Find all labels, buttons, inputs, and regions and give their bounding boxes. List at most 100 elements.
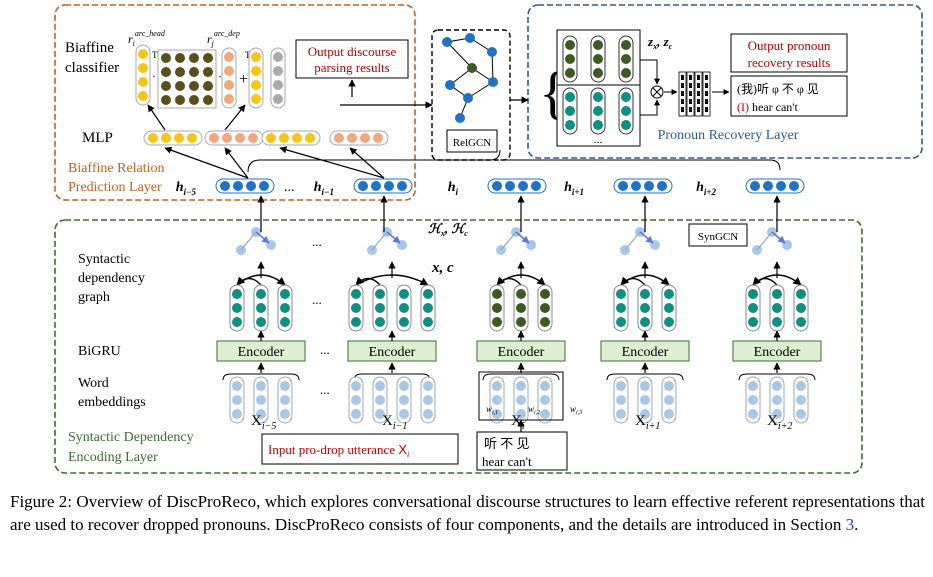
syntactic-columns: EncoderXi−5EncoderXi−1EncoderXiEncoderXi…: [216, 195, 822, 432]
embedding-vec-node: [664, 395, 674, 405]
recovered-chinese: (我)听 φ 不 φ 见: [737, 82, 819, 96]
embedding-vec-node: [280, 409, 290, 419]
matrix-node: [175, 67, 185, 77]
mlp-vec-node: [222, 133, 232, 143]
matrix-node: [189, 81, 199, 91]
matrix-node: [203, 81, 213, 91]
input-text-box: [476, 431, 568, 471]
pronoun-bottom-vec-node: [565, 120, 575, 130]
embedding-vec-node: [256, 381, 266, 391]
bigru-hidden-vec-node: [640, 289, 650, 299]
h-vec: [613, 178, 673, 194]
bigru-hidden-vec-node: [664, 317, 674, 327]
encoder-label: Encoder: [498, 345, 545, 360]
mlp-vec-node: [187, 133, 197, 143]
pronoun-bottom-vec-node: [565, 106, 575, 116]
dep-vector-cell-node: [224, 94, 234, 104]
bigru-hidden-vec-node: [664, 289, 674, 299]
bigru-hidden-vec-node: [423, 317, 433, 327]
pm-cell: [681, 99, 684, 104]
bigru-hidden-vec-node: [748, 317, 758, 327]
matrix-node: [161, 95, 171, 105]
encoder-label: Encoder: [238, 345, 285, 360]
biaffine-matrix: ··: [152, 49, 222, 109]
mlp-vectors: [143, 130, 389, 146]
matrix-node: [175, 53, 185, 63]
embedding-vec-node: [640, 409, 650, 419]
bigru-hidden-vec-node: [616, 289, 626, 299]
bigru-hidden-vec-node: [256, 303, 266, 313]
bigru-hidden-vec-node: [280, 317, 290, 327]
h-vec-node: [776, 181, 786, 191]
embedding-vec-node: [640, 381, 650, 391]
pm-cell: [689, 107, 692, 112]
section-ref-link[interactable]: 3: [845, 515, 855, 534]
h-vec: [215, 178, 275, 194]
relgcn-label-box: [446, 129, 498, 153]
recovered-english: (I) hear can't: [737, 100, 798, 114]
embedding-vec-node: [796, 395, 806, 405]
bigru-hidden-vec-node: [516, 303, 526, 313]
pronoun-ellipsis: ...: [594, 132, 603, 146]
embedding-vec-node: [748, 381, 758, 391]
head2-vector-cell-node: [251, 66, 261, 76]
mlp-vec: [261, 130, 321, 146]
mlp-vec-node: [373, 133, 383, 143]
matrix-node: [189, 53, 199, 63]
bigru-hidden-vec-node: [616, 303, 626, 313]
input-utterance-label: Input pro-drop utterance Xi: [268, 442, 409, 459]
embedding-vec-node: [256, 409, 266, 419]
h-vec-node: [750, 181, 760, 191]
pronoun-bottom-vec-node: [565, 92, 575, 102]
relgcn-node: [488, 77, 498, 87]
pm-cell: [689, 91, 692, 96]
syntactic-layer-label-2: Encoding Layer: [68, 450, 158, 465]
pronoun-top-vec-node: [621, 54, 631, 64]
bigru-hidden-vec-node: [772, 317, 782, 327]
H-labels: ℋx, ℋc: [428, 221, 468, 238]
bias-vector: [270, 47, 286, 109]
bigru-hidden-vec-node: [423, 303, 433, 313]
pronoun-top-vec-node: [565, 40, 575, 50]
bigru-hidden-vec-node: [540, 317, 550, 327]
column-ellipsis: ...: [312, 292, 322, 307]
matrix-node: [203, 53, 213, 63]
embedding-vec-node: [351, 381, 361, 391]
head-vector-cell: [135, 44, 151, 106]
bigru-hidden-vec-node: [351, 317, 361, 327]
pm-cell: [681, 107, 684, 112]
head-vector-cell-node: [138, 63, 148, 73]
pm-cell: [705, 107, 708, 112]
bigru-hidden-vec-node: [492, 303, 502, 313]
pm-cell: [705, 99, 708, 104]
output-pronoun-line2: recovery results: [748, 55, 831, 70]
syntactic-graph-label-3: graph: [78, 290, 110, 305]
biaffine-classifier-label-2: classifier: [65, 60, 119, 76]
pronoun-bottom-vec-node: [593, 106, 603, 116]
h-label: hi−5: [176, 180, 197, 197]
bigru-hidden-vec-node: [640, 303, 650, 313]
output-discourse-line2: parsing results: [314, 60, 389, 75]
h-vec-node: [789, 181, 799, 191]
embedding-vec-node: [423, 381, 433, 391]
pronoun-bottom-vec-node: [621, 106, 631, 116]
relgcn-edge: [491, 51, 494, 83]
embedding-vec-node: [232, 395, 242, 405]
h-vec-node: [384, 181, 394, 191]
output-pronoun-line1: Output pronoun: [748, 38, 831, 53]
embedding-vec-node: [540, 381, 550, 391]
word-embeddings-label-2: embeddings: [78, 395, 146, 410]
h-label: hi−1: [314, 180, 334, 197]
matrix-node: [161, 67, 171, 77]
embedding-vec-node: [492, 381, 502, 391]
embedding-vec-node: [772, 381, 782, 391]
embedding-vec-node: [399, 395, 409, 405]
transpose-2: T: [245, 50, 251, 60]
r-arc-head-label: riarc_head: [128, 29, 166, 48]
bigru-hidden-vec-node: [351, 303, 361, 313]
h-vec-node: [531, 181, 541, 191]
bigru-hidden-vec-node: [375, 303, 385, 313]
bigru-hidden-vec-node: [375, 317, 385, 327]
dot-op-2: ·: [218, 69, 222, 83]
pronoun-top-vec-node: [593, 54, 603, 64]
